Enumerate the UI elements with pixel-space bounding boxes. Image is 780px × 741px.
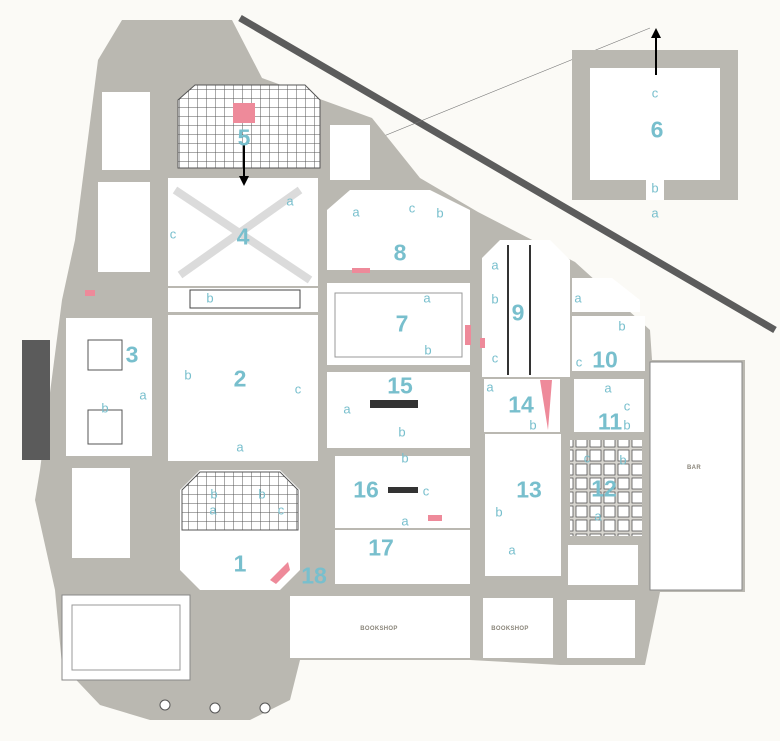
room-10a	[572, 278, 640, 312]
room-6-sub-c: c	[651, 85, 659, 101]
room-9-sub-b: b	[491, 291, 499, 307]
room-8-sub-a: a	[352, 204, 360, 220]
room-number-17: 17	[368, 534, 394, 561]
room-1-sub-c: c	[277, 502, 285, 518]
room-10-sub-a: a	[574, 290, 582, 306]
room-13-sub-a: a	[508, 542, 516, 558]
room-4-sub-a: a	[286, 193, 294, 209]
room-4-sub-c: c	[169, 226, 177, 242]
room-13	[485, 434, 561, 576]
room-11-sub-a: a	[604, 380, 612, 396]
room-number-8: 8	[393, 239, 407, 266]
room-number-16: 16	[353, 476, 379, 503]
room-11-sub-b: b	[623, 417, 631, 433]
room-10-sub-c: c	[575, 354, 583, 370]
room-3	[66, 318, 152, 456]
room-12-sub-c: c	[583, 450, 591, 466]
room-3-sub-a: a	[139, 387, 147, 403]
room-15-sub-a: a	[343, 401, 351, 417]
room-10-sub-b: b	[618, 318, 626, 334]
room-number-15: 15	[387, 372, 413, 399]
bookshop-label-1: BOOKSHOP	[360, 626, 398, 632]
room-9	[482, 240, 570, 377]
bookshop-label-2: BOOKSHOP	[491, 626, 529, 632]
room-6-sub-b: b	[651, 180, 659, 196]
room-number-18: 18	[301, 562, 327, 589]
room-8	[327, 190, 470, 270]
room-number-2: 2	[233, 365, 247, 392]
room-13-sub-b: b	[495, 504, 503, 520]
room-number-7: 7	[395, 310, 409, 337]
room-2-sub-b: b	[184, 367, 192, 383]
street-line	[238, 14, 777, 334]
room-1-sub-b: b	[210, 486, 218, 502]
bookshop-1-room	[290, 596, 470, 658]
room-11	[574, 379, 644, 432]
room-number-4: 4	[236, 223, 250, 250]
room-number-10: 10	[592, 346, 618, 373]
bar-label: BAR	[687, 465, 701, 471]
room-14-sub-a: a	[486, 379, 494, 395]
room-12-sub-b: b	[619, 452, 627, 468]
room-7-sub-a: a	[423, 290, 431, 306]
room-6	[590, 68, 720, 180]
room-number-14: 14	[508, 391, 534, 418]
room-9-sub-c: c	[491, 350, 499, 366]
room-2-sub-a: a	[236, 439, 244, 455]
bar-area	[649, 361, 743, 591]
room-16-sub-b: b	[401, 450, 409, 466]
room-5	[177, 84, 321, 169]
room-3-sub-b: b	[101, 400, 109, 416]
room-4	[168, 178, 318, 286]
room-number-9: 9	[511, 299, 525, 326]
room-7	[327, 283, 470, 365]
room-11-sub-c: c	[623, 398, 631, 414]
room-16-sub-c: c	[422, 483, 430, 499]
room-8-sub-b: b	[436, 205, 444, 221]
room-number-5: 5	[237, 124, 251, 151]
room-16-sub-a: a	[401, 513, 409, 529]
room-4-sub-b: b	[206, 290, 214, 306]
room-number-1: 1	[233, 550, 247, 577]
room-number-13: 13	[516, 476, 542, 503]
room-10	[572, 316, 645, 371]
room-7-sub-b: b	[424, 342, 432, 358]
room-17	[335, 530, 470, 584]
room-12	[570, 440, 642, 536]
room-9-sub-a: a	[491, 257, 499, 273]
room-number-6: 6	[650, 116, 664, 143]
room-6-sub-a: a	[651, 205, 659, 221]
room-number-3: 3	[125, 341, 139, 368]
room-number-12: 12	[591, 475, 617, 502]
room-2	[168, 315, 318, 461]
bookshop-2-room	[483, 598, 553, 658]
room-12-sub-a: a	[594, 508, 602, 524]
room-2-sub-c: c	[294, 381, 302, 397]
room-15	[327, 372, 470, 448]
room-1-sub-b-right: b	[258, 486, 266, 502]
room-number-11: 11	[597, 408, 623, 435]
room-14-sub-b: b	[529, 417, 537, 433]
room-8-sub-c: c	[408, 200, 416, 216]
room-1-sub-a: a	[209, 502, 217, 518]
room-15-sub-b: b	[398, 424, 406, 440]
